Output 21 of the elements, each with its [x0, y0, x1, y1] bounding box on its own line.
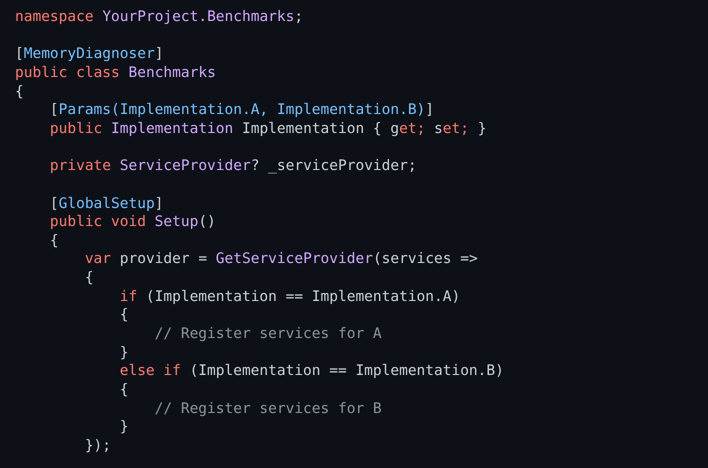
code-line: // Register services for B: [154, 400, 382, 418]
code-line: public void Setup(): [50, 213, 216, 232]
code-line: private ServiceProvider? _serviceProvider;: [50, 157, 417, 176]
code-line: public class Benchmarks: [15, 64, 216, 83]
code-line: else if (Implementation == Implementation.B): [120, 362, 504, 381]
code-line: {: [120, 306, 128, 325]
code-line: {: [15, 82, 24, 102]
code-line: namespace YourProject.Benchmarks;: [15, 8, 304, 27]
code-line: }: [120, 344, 128, 362]
code-line: [GlobalSetup]: [50, 194, 164, 214]
code-line: [Params(Implementation.A, Implementation.B)]: [50, 101, 434, 120]
code-line: });: [84, 436, 112, 456]
code-line: {: [50, 232, 59, 250]
code-line: [MemoryDiagnoser]: [15, 45, 164, 64]
code-line: var provider = GetServiceProvider(services =>: [84, 250, 478, 270]
code-line: if (Implementation == Implementation.A): [120, 288, 460, 306]
code-line: public Implementation Implementation { get; set; }: [50, 120, 486, 138]
code-line: {: [84, 269, 94, 288]
code-line: {: [120, 381, 128, 400]
code-line: }: [120, 418, 128, 437]
code-line: // Register services for A: [154, 325, 382, 344]
